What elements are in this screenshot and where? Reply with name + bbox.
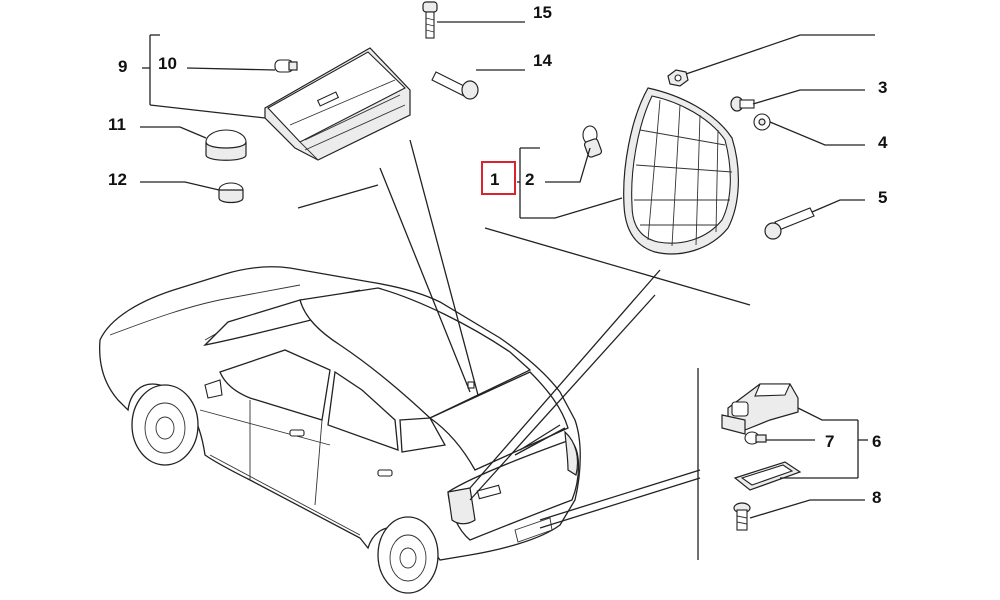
lens-icon <box>733 461 802 491</box>
third-brake-lamp-icon <box>264 47 411 161</box>
callout-6[interactable]: 6 <box>872 432 881 451</box>
washer-icon <box>753 113 771 131</box>
bulb-icon <box>744 431 767 445</box>
callout-1[interactable]: 1 <box>490 170 499 189</box>
callout-15[interactable]: 15 <box>533 3 552 22</box>
callout-11[interactable]: 11 <box>108 115 126 134</box>
screw-icon <box>733 502 751 531</box>
callout-3[interactable]: 3 <box>878 78 887 97</box>
bolt-icon <box>422 1 438 39</box>
leader-lines <box>297 139 751 560</box>
highlight-box <box>481 161 516 195</box>
callout-14[interactable]: 14 <box>533 51 552 70</box>
callout-9[interactable]: 9 <box>118 57 127 76</box>
spacer-pin-icon <box>764 207 815 240</box>
callout-4[interactable]: 4 <box>878 133 888 152</box>
screw-icon <box>730 96 755 112</box>
car-icon <box>99 266 581 594</box>
callout-7[interactable]: 7 <box>825 432 834 451</box>
cap-icon <box>218 182 244 204</box>
spacer-pin-icon <box>431 71 479 100</box>
callout-5[interactable]: 5 <box>878 188 887 207</box>
callout-12[interactable]: 12 <box>108 170 127 189</box>
callout-8[interactable]: 8 <box>872 488 881 507</box>
callout-2[interactable]: 2 <box>525 170 534 189</box>
plate-lamp-icon <box>721 383 799 435</box>
callout-labels: 15 14 9 10 11 12 1 2 3 4 5 6 7 8 <box>108 3 888 507</box>
bulb-icon <box>274 59 298 73</box>
nut-icon <box>667 69 689 87</box>
tail-lamp-icon <box>623 87 739 255</box>
callout-leaders <box>140 21 875 519</box>
callout-10[interactable]: 10 <box>158 54 177 73</box>
grommet-icon <box>205 129 247 161</box>
bulb-icon <box>582 125 603 158</box>
